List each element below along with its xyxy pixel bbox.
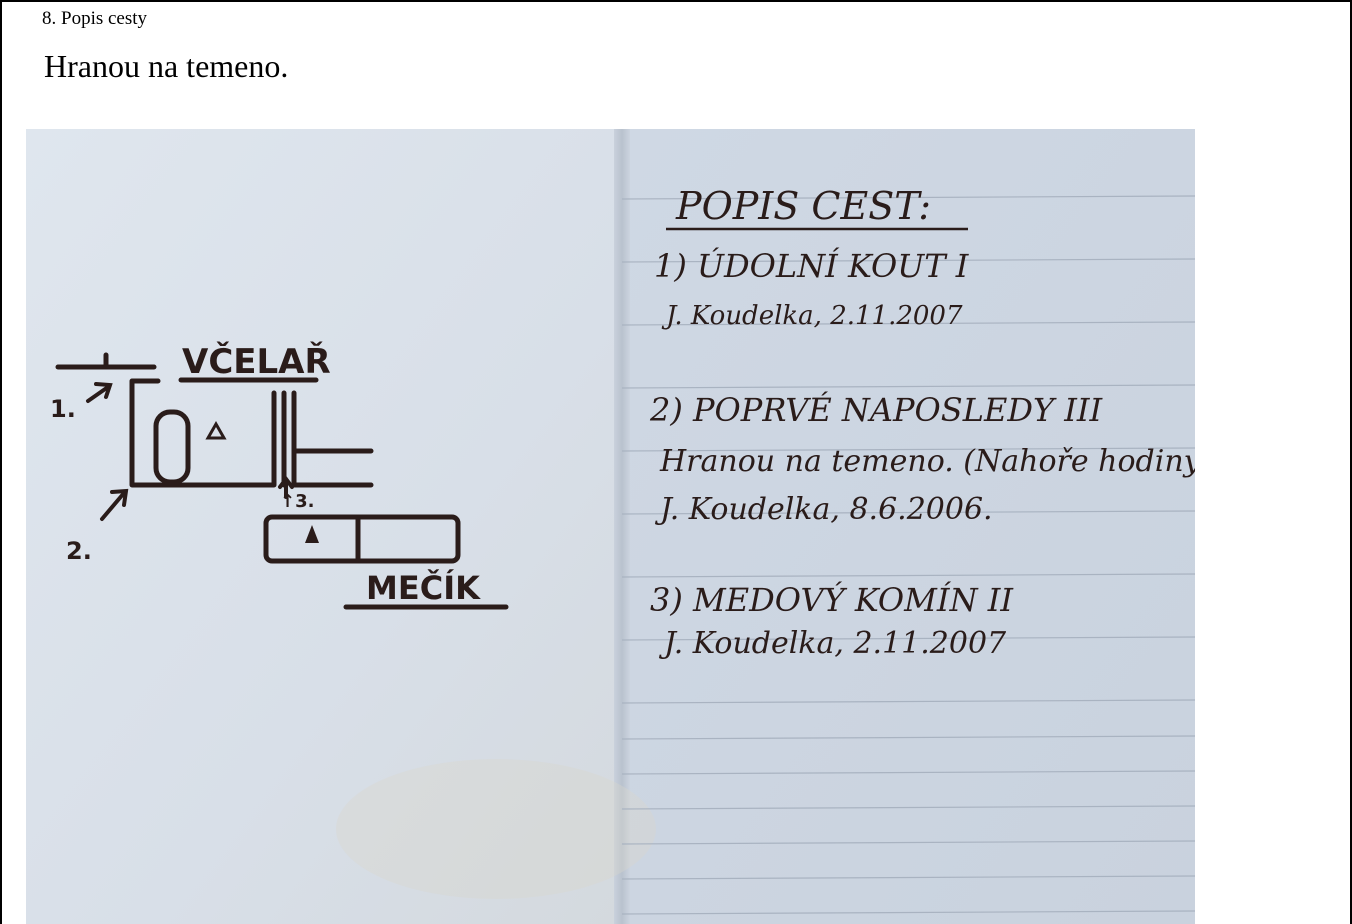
marker-3: ↑3. — [280, 491, 314, 512]
label-mecik: MEČÍK — [366, 568, 481, 607]
route-description: Hranou na temeno. — [44, 48, 288, 85]
section-heading: 8. Popis cesty — [42, 8, 147, 30]
marker-2: 2. — [66, 537, 92, 565]
route3-author: J. Koudelka, 2.11.2007 — [658, 626, 1007, 661]
route2-title: 2) POPRVÉ NAPOSLEDY III — [649, 391, 1104, 429]
route-list-title: POPIS CEST: — [675, 184, 931, 228]
route1-title: 1) ÚDOLNÍ KOUT I — [654, 247, 970, 285]
logbook-photo-svg: VČELAŘ MEČÍK 1. 2. ↑3. POPIS CEST: 1) ÚD… — [26, 129, 1195, 924]
route3-title: 3) MEDOVÝ KOMÍN II — [650, 581, 1014, 619]
route1-author: J. Koudelka, 2.11.2007 — [661, 301, 963, 331]
logbook-photo: VČELAŘ MEČÍK 1. 2. ↑3. POPIS CEST: 1) ÚD… — [26, 129, 1195, 924]
route2-description: Hranou na temeno. (Nahoře hodiny) — [659, 444, 1195, 479]
marker-1: 1. — [50, 395, 76, 423]
route2-author: J. Koudelka, 8.6.2006. — [654, 492, 993, 527]
label-vcelar: VČELAŘ — [182, 341, 331, 382]
paper-stain — [336, 759, 656, 899]
